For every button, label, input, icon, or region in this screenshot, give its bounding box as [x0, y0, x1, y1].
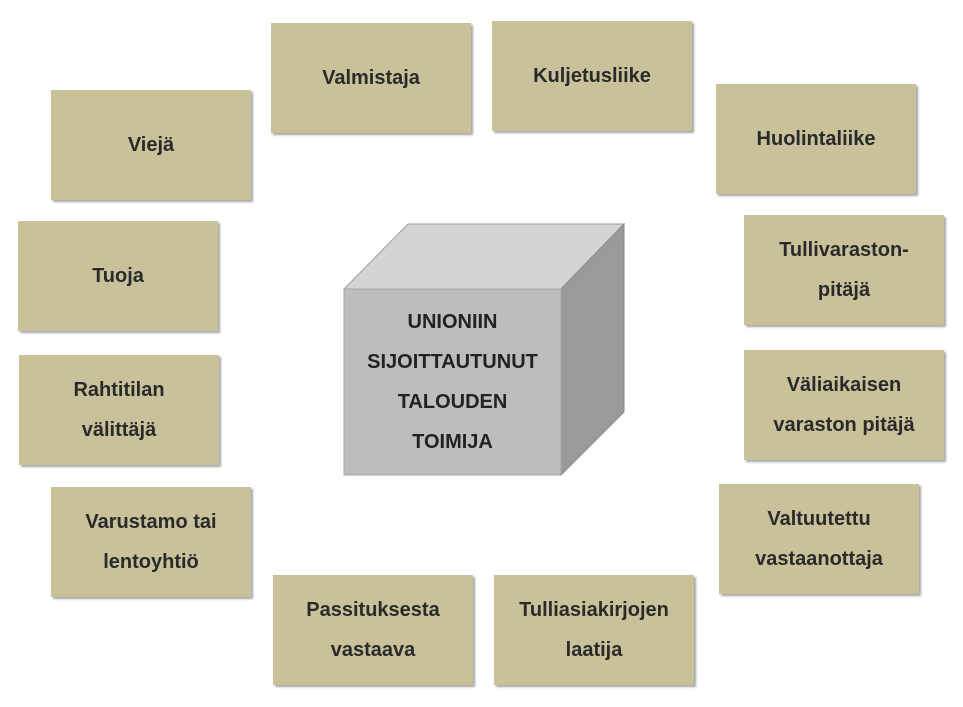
- box-label-line-1: Rahtitilan: [73, 379, 165, 401]
- box-label-line-1: Tullivaraston-: [779, 239, 909, 261]
- box-label: Valmistaja: [322, 67, 420, 89]
- box-huolintaliike: Huolintaliike: [716, 84, 916, 194]
- box-vieja: Viejä: [51, 90, 251, 200]
- center-line-2: SIJOITTAUTUNUT: [367, 351, 538, 373]
- box-label-line-2: laatija: [565, 639, 623, 661]
- box-label-line-1: Passituksesta: [306, 599, 440, 621]
- box-label-line-1: Väliaikaisen: [786, 374, 902, 396]
- box-valtuutettu: Valtuutettu vastaanottaja: [719, 484, 919, 594]
- center-cube-label: UNIONIIN SIJOITTAUTUNUT TALOUDEN TOIMIJA: [344, 289, 561, 475]
- box-label: Viejä: [127, 134, 175, 156]
- box-label: Tuoja: [92, 265, 144, 287]
- box-tuoja: Tuoja: [18, 221, 218, 331]
- box-label-line-2: vastaanottaja: [755, 548, 883, 570]
- box-label: Kuljetusliike: [533, 65, 651, 87]
- box-label-line-1: Valtuutettu: [767, 508, 871, 530]
- box-passitus: Passituksesta vastaava: [273, 575, 473, 685]
- box-label-line-2: välittäjä: [81, 419, 157, 441]
- box-label-line-2: pitäjä: [817, 279, 871, 301]
- box-label-line-2: varaston pitäjä: [773, 414, 915, 436]
- center-cube: [342, 222, 626, 477]
- cube-front-face: [343, 288, 562, 476]
- box-valmistaja: Valmistaja: [271, 23, 471, 133]
- box-tulliasiakirjat: Tulliasiakirjojen laatija: [494, 575, 694, 685]
- box-tullivarasto: Tullivaraston- pitäjä: [744, 215, 944, 325]
- center-line-4: TOIMIJA: [412, 431, 493, 453]
- box-label-line-1: Varustamo tai: [85, 511, 217, 533]
- box-kuljetusliike: Kuljetusliike: [492, 21, 692, 131]
- box-rahtitila: Rahtitilan välittäjä: [19, 355, 219, 465]
- box-label-line-1: Tulliasiakirjojen: [519, 599, 669, 621]
- box-label-line-2: vastaava: [330, 639, 416, 661]
- box-varustamo: Varustamo tai lentoyhtiö: [51, 487, 251, 597]
- box-valiaikainen: Väliaikaisen varaston pitäjä: [744, 350, 944, 460]
- center-line-1: UNIONIIN: [407, 311, 498, 333]
- center-line-3: TALOUDEN: [397, 391, 508, 413]
- box-label-line-2: lentoyhtiö: [103, 551, 199, 573]
- box-label: Huolintaliike: [756, 128, 876, 150]
